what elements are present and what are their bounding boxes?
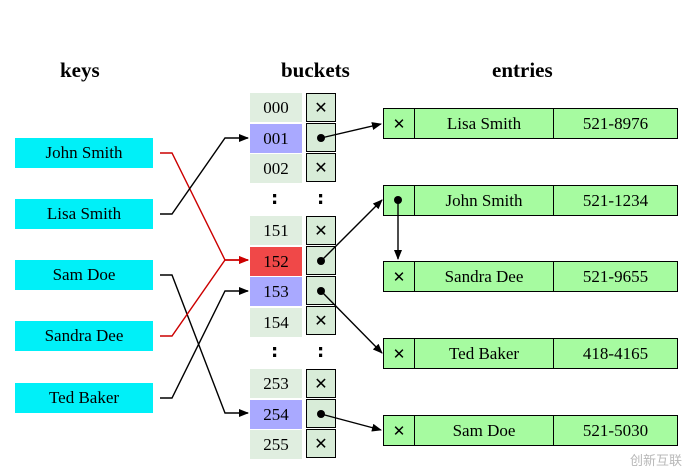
keys-heading: keys	[60, 58, 100, 82]
empty-slot-154: ✕	[306, 306, 336, 335]
bucket-253: 253	[250, 369, 302, 398]
bucket-ellipsis-2: :	[271, 341, 279, 362]
empty-slot-002: ✕	[306, 153, 336, 182]
arrow-152-john	[320, 199, 383, 262]
entry-name: Sandra Dee	[415, 262, 554, 291]
entry-phone: 521-9655	[582, 266, 649, 286]
bucket-154: 154	[250, 308, 302, 337]
empty-slot-253: ✕	[306, 369, 336, 398]
entry-ted-baker: ✕ Ted Baker 418-4165	[383, 338, 678, 369]
arrow-153-ted	[320, 290, 383, 354]
entry-phone: 521-5030	[582, 420, 649, 440]
entry-next-pointer	[384, 186, 415, 215]
key-john-smith: John Smith	[15, 138, 153, 168]
arrow-254-sam	[320, 413, 382, 432]
entry-name: John Smith	[415, 186, 554, 215]
entry-name: Sam Doe	[415, 416, 554, 445]
bucket-001: 001	[250, 124, 302, 153]
entry-lisa-smith: ✕ Lisa Smith 521-8976	[383, 108, 678, 139]
key-sam-doe: Sam Doe	[15, 260, 153, 290]
bucket-254: 254	[250, 400, 302, 429]
entry-name: Lisa Smith	[415, 109, 554, 138]
buckets-heading: buckets	[281, 58, 350, 82]
bucket-002: 002	[250, 154, 302, 183]
slot-ellipsis-2: :	[317, 341, 325, 362]
entry-phone: 521-8976	[582, 113, 649, 133]
bucket-000: 000	[250, 93, 302, 122]
entry-null-pointer: ✕	[384, 109, 415, 138]
entry-sam-doe: ✕ Sam Doe 521-5030	[383, 415, 678, 446]
entry-sandra-dee: ✕ Sandra Dee 521-9655	[383, 261, 678, 292]
arrow-ted-baker	[160, 287, 249, 399]
arrow-sam-doe	[160, 274, 249, 417]
bucket-152: 152	[250, 247, 302, 276]
key-lisa-smith: Lisa Smith	[15, 199, 153, 229]
arrow-sandra-dee	[160, 256, 249, 337]
bucket-153: 153	[250, 277, 302, 306]
arrow-001-lisa	[320, 122, 382, 139]
watermark-logo: 创新互联	[629, 454, 682, 469]
entry-null-pointer: ✕	[384, 262, 415, 291]
entry-phone: 418-4165	[582, 343, 649, 363]
entry-name: Ted Baker	[415, 339, 554, 368]
entry-john-smith: John Smith 521-1234	[383, 185, 678, 216]
slot-ellipsis: :	[317, 188, 325, 209]
arrow-lisa-smith	[160, 134, 249, 215]
entries-heading: entries	[492, 58, 553, 82]
entry-phone: 521-1234	[582, 190, 649, 210]
entry-null-pointer: ✕	[384, 339, 415, 368]
empty-slot-151: ✕	[306, 216, 336, 245]
key-sandra-dee: Sandra Dee	[15, 321, 153, 351]
bucket-ellipsis: :	[271, 188, 279, 209]
key-ted-baker: Ted Baker	[15, 383, 153, 413]
entry-null-pointer: ✕	[384, 416, 415, 445]
empty-slot-000: ✕	[306, 93, 336, 122]
bucket-255: 255	[250, 430, 302, 459]
empty-slot-255: ✕	[306, 429, 336, 458]
bucket-151: 151	[250, 216, 302, 245]
